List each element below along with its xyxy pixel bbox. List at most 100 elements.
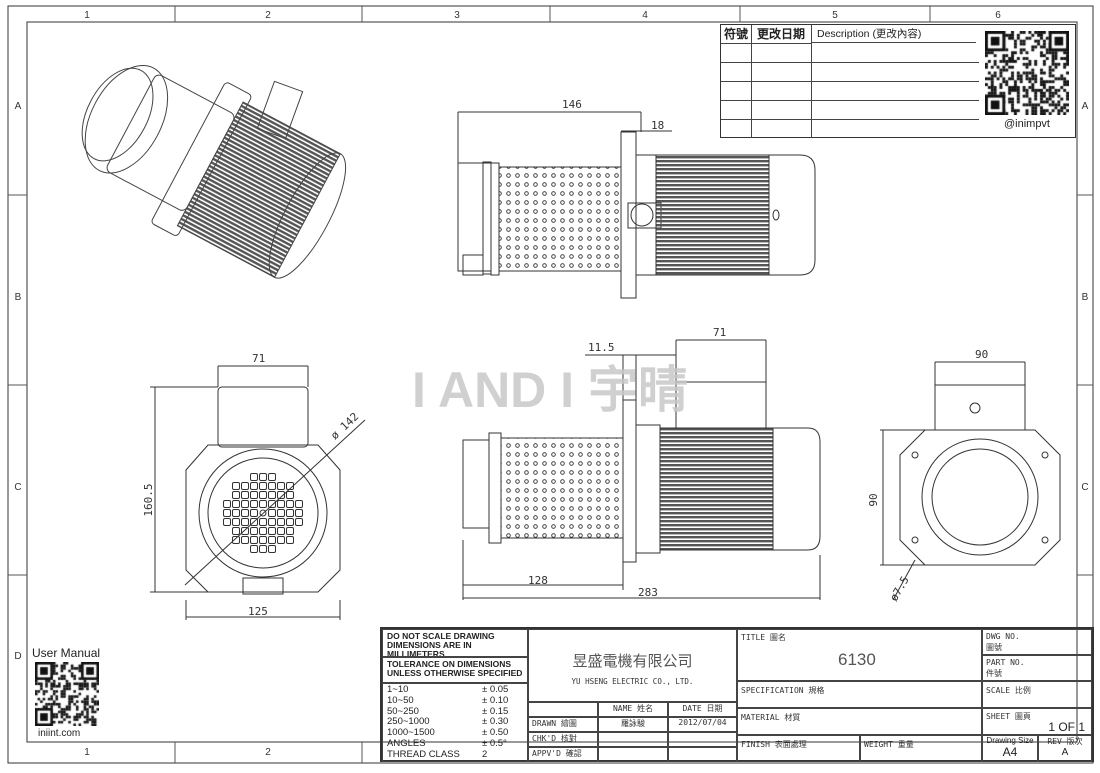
col-label: 2	[265, 10, 271, 21]
dwg-no-cell: DWG NO. 圖號	[982, 629, 1092, 655]
rev-value: A	[1061, 747, 1069, 758]
rev-col-divider	[811, 43, 812, 138]
company-name-en: YU HSENG ELECTRIC CO., LTD.	[571, 677, 694, 686]
tolerance-range: 1~10	[387, 684, 409, 695]
dim-90-width: 90	[975, 348, 988, 361]
tolerance-value: 2	[482, 748, 488, 760]
tolerance-row: THREAD CLASS 2	[387, 748, 523, 761]
grille-slot	[232, 509, 240, 517]
grille-slot	[241, 536, 249, 544]
weight-label: WEIGHT 重量	[860, 735, 982, 762]
checked-date	[668, 732, 737, 747]
grille-slot	[250, 482, 258, 490]
isometric-view	[81, 64, 347, 279]
title-block: DO NOT SCALE DRAWING DIMENSIONS ARE IN M…	[380, 627, 1094, 762]
tolerance-value: ± 0.05	[482, 684, 509, 695]
grille-slot	[286, 491, 294, 499]
tolerance-range: 50~250	[387, 705, 419, 717]
grille-slot	[250, 536, 258, 544]
col-label: 1	[84, 747, 90, 758]
dim-71-front: 71	[252, 352, 265, 365]
drawing-size-label: Drawing Size	[986, 736, 1034, 745]
facebook-qr-code[interactable]	[985, 31, 1069, 115]
tolerance-value: ± 0.50	[482, 727, 509, 739]
row-label: C	[1081, 482, 1088, 493]
drawn-date: 2012/07/04	[668, 717, 737, 732]
dim-diameter-7-5: ø7.5	[887, 574, 912, 603]
scale-label: SCALE 比例	[982, 681, 1092, 708]
row-label: A	[15, 101, 22, 112]
grille-slot	[250, 473, 258, 481]
grille-slot	[232, 482, 240, 490]
grille-slot	[232, 527, 240, 535]
grille-slot	[250, 545, 258, 553]
user-manual-qr-code[interactable]	[35, 662, 99, 726]
row-label: A	[1082, 101, 1089, 112]
title-label: TITLE 圖名	[741, 633, 786, 642]
rev-header-date: 更改日期	[751, 25, 812, 44]
material-label: MATERIAL 材質	[737, 708, 982, 735]
grille-slot	[277, 527, 285, 535]
grille-slot	[277, 518, 285, 526]
side-view-bottom: 71 11.5 128 283	[462, 326, 821, 600]
note-line: DIMENSIONS ARE IN MILLIMETERS	[387, 640, 472, 657]
grille-slot	[286, 500, 294, 508]
tolerance-range: 1000~1500	[387, 727, 435, 739]
dim-125: 125	[248, 605, 268, 618]
grille	[223, 473, 303, 553]
tolerance-row: 1~10 ± 0.05	[387, 684, 523, 696]
part-no-label-cn: 件號	[986, 669, 1002, 678]
approved-label: APPV'D 確認	[528, 747, 598, 762]
dim-11-5: 11.5	[588, 341, 615, 354]
grille-slot	[259, 491, 267, 499]
dim-71-side: 71	[713, 326, 726, 339]
qr-caption: @inimpvt	[1003, 118, 1050, 130]
drawing-size-value: A4	[1002, 745, 1018, 759]
rev-label: REV 版次	[1047, 737, 1083, 746]
checked-label: CHK'D 核對	[528, 732, 598, 747]
tolerance-range: THREAD CLASS	[387, 748, 460, 760]
signoff-corner	[528, 702, 598, 717]
inner-border	[26, 21, 1078, 743]
grille-slot	[268, 536, 276, 544]
user-manual-label: User Manual	[32, 646, 101, 660]
grille-slot	[250, 518, 258, 526]
rev-header-description: Description (更改內容)	[811, 25, 976, 43]
grille-slot	[259, 527, 267, 535]
date-header: DATE 日期	[668, 702, 737, 717]
grille-slot	[286, 536, 294, 544]
grille-slot	[223, 500, 231, 508]
grille-slot	[232, 518, 240, 526]
grille-slot	[259, 500, 267, 508]
dim-128: 128	[528, 574, 548, 587]
grille-slot	[268, 518, 276, 526]
col-label: 1	[84, 10, 90, 21]
side-view-top: 146 18	[457, 98, 816, 299]
dwg-no-label-cn: 圖號	[986, 643, 1002, 652]
grille-slot	[241, 509, 249, 517]
tolerance-value: ± 0.5°	[482, 737, 507, 749]
part-no-cell: PART NO. 件號	[982, 655, 1092, 681]
rear-view: 90 90 ø7.5	[867, 348, 1061, 604]
row-label: D	[14, 651, 21, 662]
tolerance-value: ± 0.15	[482, 705, 509, 717]
grille-slot	[268, 482, 276, 490]
tolerance-range: 250~1000	[387, 716, 430, 728]
grille-slot	[268, 491, 276, 499]
col-label: 3	[454, 10, 460, 21]
tolerance-value: ± 0.10	[482, 694, 509, 706]
grille-slot	[268, 527, 276, 535]
front-view: 71 125 160.5 ø 142	[142, 352, 366, 620]
row-label: B	[1082, 292, 1089, 303]
tolerance-range: 10~50	[387, 694, 414, 706]
user-manual-url[interactable]: iniint.com	[38, 728, 81, 739]
tolerance-row: 250~1000± 0.30	[387, 717, 523, 728]
grille-slot	[259, 536, 267, 544]
grille-slot	[268, 473, 276, 481]
grille-slot	[286, 509, 294, 517]
grille-slot	[250, 527, 258, 535]
grille-slot	[223, 518, 231, 526]
scale-note: DO NOT SCALE DRAWING DIMENSIONS ARE IN M…	[382, 629, 528, 657]
grille-slot	[259, 482, 267, 490]
